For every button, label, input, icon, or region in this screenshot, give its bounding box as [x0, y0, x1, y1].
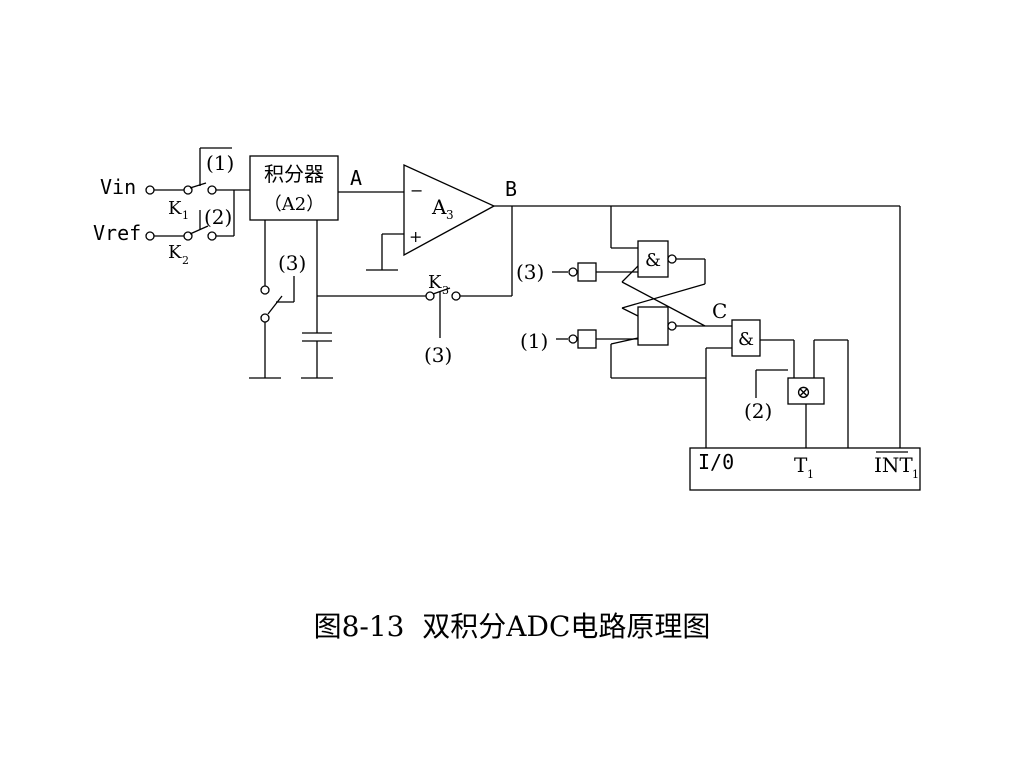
k2-label: K — [168, 242, 182, 263]
comparator-label: A — [431, 195, 447, 219]
integrator-block — [249, 155, 339, 221]
and-gate-symbol: & — [738, 329, 754, 350]
and-gate — [705, 319, 795, 448]
reset-switch — [249, 220, 295, 379]
nand-gate-top — [610, 206, 706, 317]
k3-control-label: (3) — [424, 343, 452, 367]
buffer-bottom — [556, 329, 638, 349]
comparator-minus: − — [410, 181, 423, 200]
vref-terminal — [145, 231, 155, 241]
reset-control-label: (3) — [278, 251, 306, 275]
switch-k3 — [317, 206, 513, 338]
k1-label: K — [168, 198, 182, 219]
gate-input-bottom-label: (1) — [520, 329, 548, 353]
mcu-t1-label: T — [794, 453, 808, 477]
node-a-label: A — [350, 166, 362, 190]
integration-capacitor — [301, 220, 333, 379]
k3-subscript: 3 — [442, 284, 449, 297]
k1-subscript: 1 — [182, 209, 189, 222]
vref-label: Vref — [93, 221, 141, 245]
vin-terminal — [145, 185, 155, 195]
buffer-top — [552, 262, 638, 282]
switch-k2 — [183, 190, 235, 241]
node-c-label: C — [712, 299, 727, 323]
xor-control-label: (2) — [744, 399, 772, 423]
xor-gate-symbol: ⊗ — [796, 382, 811, 403]
comparator-plus: + — [409, 227, 422, 246]
mcu-io-label: I/0 — [698, 450, 734, 474]
mcu-int1-subscript: 1 — [912, 468, 919, 481]
node-b-label: B — [505, 177, 517, 201]
nand-top-symbol: & — [645, 250, 661, 271]
xor-gate — [755, 339, 849, 448]
gate-input-top-label: (3) — [516, 260, 544, 284]
nand-gate-bottom — [610, 265, 732, 379]
vin-label: Vin — [100, 175, 136, 199]
k1-control-label: (1) — [206, 151, 234, 175]
mcu-block — [689, 447, 921, 491]
comparator-ground — [366, 233, 404, 271]
caption-figure-number: 图8-13 — [313, 610, 405, 643]
integrator-subtitle: （A2） — [264, 194, 324, 215]
figure-caption: 图8-13 双积分ADC电路原理图 — [0, 605, 1024, 649]
mcu-t1-subscript: 1 — [807, 468, 814, 481]
caption-title: 双积分ADC电路原理图 — [422, 610, 711, 643]
circuit-svg: Vin Vref K 1 (1) K 2 (2) 积分器 （A2） A — [93, 147, 921, 491]
k2-control-label: (2) — [204, 205, 232, 229]
k2-subscript: 2 — [182, 254, 189, 267]
comparator-subscript: 3 — [446, 208, 454, 222]
k3-label: K — [428, 272, 442, 293]
integrator-title: 积分器 — [264, 162, 324, 186]
switch-k1 — [183, 147, 250, 195]
mcu-int1-label: INT — [874, 453, 913, 477]
comparator-a3 — [403, 163, 496, 257]
